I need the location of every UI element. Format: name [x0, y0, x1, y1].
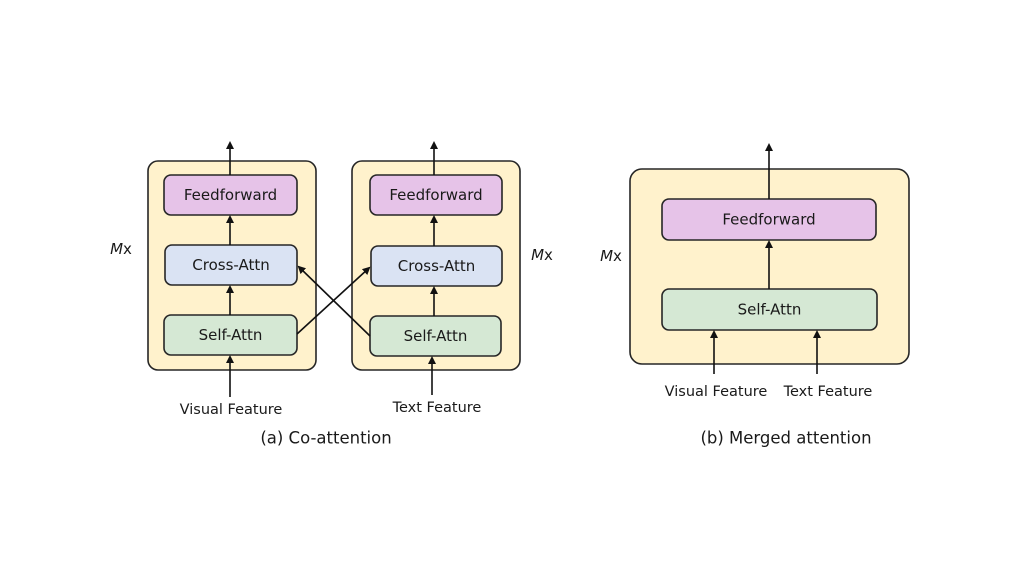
visual-feedforward-label: Feedforward — [184, 186, 277, 204]
visual-repeat-label: Mx — [110, 240, 132, 258]
merged-repeat-label: Mx — [600, 247, 622, 265]
text-cross-attn-label: Cross-Attn — [398, 257, 475, 275]
merged-attention: Feedforward Self-Attn Visual Feature Tex… — [600, 143, 910, 400]
text-repeat-label: Mx — [531, 246, 553, 264]
merged-feedforward-label: Feedforward — [722, 211, 815, 229]
co-attention-caption: (a) Co-attention — [260, 429, 391, 448]
merged-visual-feature-label: Visual Feature — [665, 384, 768, 400]
text-feature-label: Text Feature — [392, 400, 482, 416]
visual-feature-label: Visual Feature — [180, 402, 283, 418]
visual-self-attn-label: Self-Attn — [199, 326, 263, 344]
cross-connections — [296, 265, 371, 337]
merged-attention-caption: (b) Merged attention — [700, 429, 871, 448]
text-self-attn-label: Self-Attn — [404, 327, 468, 345]
co-attention-visual-stream: Feedforward Cross-Attn Self-Attn Visual … — [110, 141, 317, 418]
merged-text-feature-label: Text Feature — [783, 384, 873, 400]
text-feedforward-label: Feedforward — [389, 186, 482, 204]
merged-self-attn-label: Self-Attn — [738, 301, 802, 319]
visual-cross-attn-label: Cross-Attn — [192, 256, 269, 274]
text-self-to-visual-cross-arrow — [297, 265, 371, 337]
co-attention-text-stream: Feedforward Cross-Attn Self-Attn Text Fe… — [351, 141, 553, 416]
